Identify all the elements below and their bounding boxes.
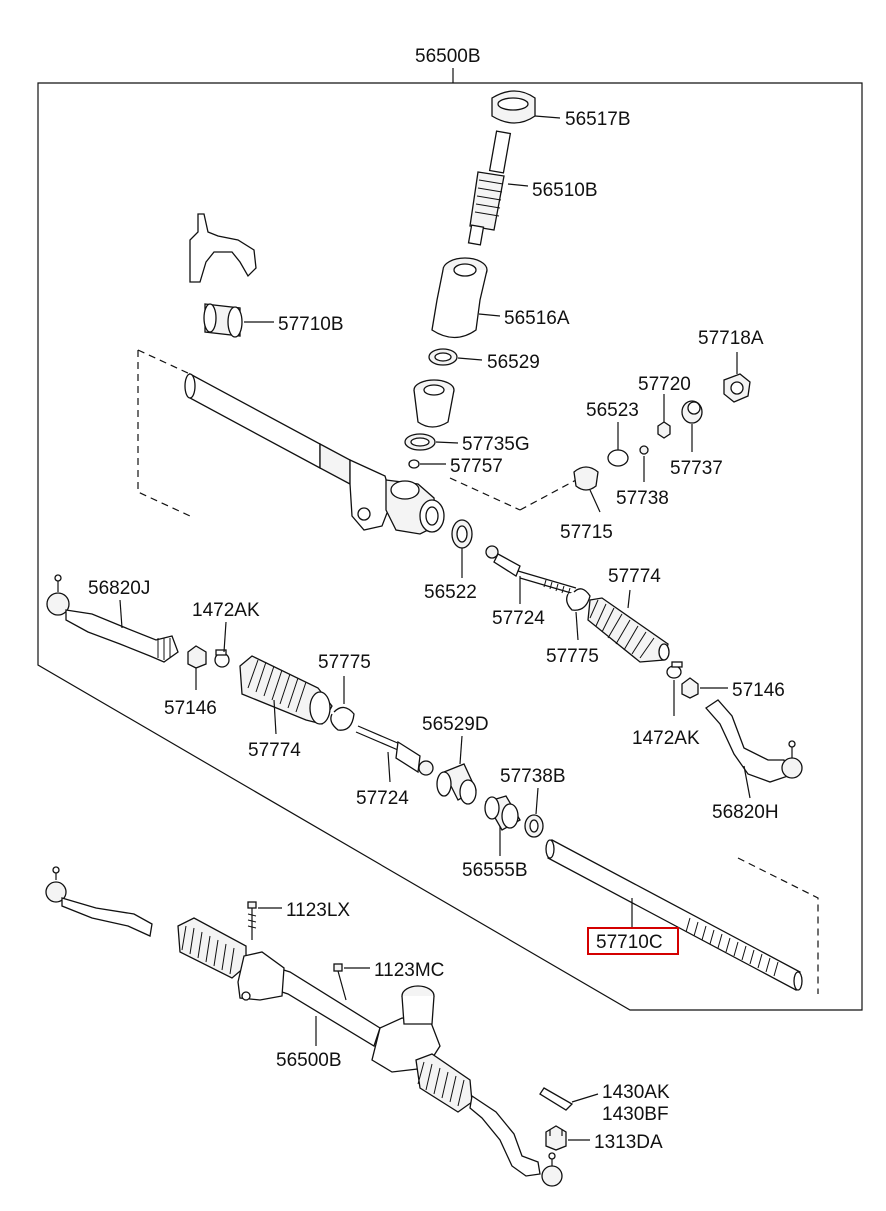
bolt-1123LX[interactable] <box>247 901 257 940</box>
label-57715: 57715 <box>560 522 613 543</box>
label-57718A: 57718A <box>698 328 764 349</box>
bellows-boot-right[interactable] <box>587 597 670 663</box>
seal-56529[interactable] <box>428 348 458 366</box>
pinion-housing-cover[interactable] <box>431 257 488 339</box>
inner-tie-rod-left[interactable] <box>355 725 434 776</box>
dash-left-bracket <box>137 350 191 517</box>
dash-right <box>449 477 521 511</box>
label-57774-right: 57774 <box>608 566 661 587</box>
rack-housing[interactable] <box>184 372 445 535</box>
inner-tie-rod-right[interactable] <box>485 545 579 596</box>
oring-57757[interactable] <box>408 459 420 469</box>
pinion-shaft[interactable] <box>467 130 512 246</box>
label-56510B: 56510B <box>532 180 598 201</box>
label-56529: 56529 <box>487 352 540 373</box>
label-1472AK-right: 1472AK <box>632 728 700 749</box>
label-57774-left: 57774 <box>248 740 301 761</box>
label-1123LX: 1123LX <box>286 900 350 921</box>
label-57710B: 57710B <box>278 314 344 335</box>
label-57775-left: 57775 <box>318 652 371 673</box>
yoke-plug[interactable] <box>681 400 703 424</box>
pin-57738[interactable] <box>639 445 649 455</box>
label-56516A: 56516A <box>504 308 570 329</box>
highlight-box-57710C <box>587 927 679 955</box>
boot-clamp-left[interactable] <box>330 706 355 731</box>
label-56555B: 56555B <box>462 860 528 881</box>
bellows-boot-left[interactable] <box>239 655 333 725</box>
valve-bush[interactable] <box>413 379 455 428</box>
tie-rod-end-right[interactable] <box>705 699 803 783</box>
label-57735G: 57735G <box>462 434 530 455</box>
label-57757: 57757 <box>450 456 503 477</box>
label-1313DA: 1313DA <box>594 1132 663 1153</box>
dash-rack <box>737 857 819 994</box>
label-56820J: 56820J <box>88 578 150 599</box>
mount-bush[interactable] <box>203 303 243 338</box>
bolt-1123MC[interactable] <box>333 963 347 1001</box>
label-57775-right: 57775 <box>546 646 599 667</box>
label-56500B-bottom: 56500B <box>276 1050 342 1071</box>
label-56522: 56522 <box>424 582 477 603</box>
label-57724-right: 57724 <box>492 608 545 629</box>
assembled-steering-gear[interactable] <box>45 866 563 1187</box>
yoke-spring-56523[interactable] <box>607 449 629 467</box>
label-57720: 57720 <box>638 374 691 395</box>
label-56517B: 56517B <box>565 109 631 130</box>
steering-rack[interactable] <box>545 839 803 991</box>
lock-nut-57146-left[interactable] <box>187 645 207 669</box>
label-57737: 57737 <box>670 458 723 479</box>
label-56820H: 56820H <box>712 802 779 823</box>
seal-57735G[interactable] <box>404 433 436 451</box>
rack-support-yoke[interactable] <box>573 466 599 491</box>
bush-56529D[interactable] <box>436 763 477 805</box>
label-1430BF: 1430BF <box>602 1104 669 1125</box>
yoke-nut[interactable] <box>723 373 751 403</box>
ring-57738B[interactable] <box>524 814 544 838</box>
label-57724-left: 57724 <box>356 788 409 809</box>
label-56523: 56523 <box>586 400 639 421</box>
castle-nut[interactable] <box>545 1125 567 1151</box>
tie-rod-end-left[interactable] <box>46 574 179 663</box>
label-57738: 57738 <box>616 488 669 509</box>
assembly-label: 56500B <box>415 46 481 67</box>
pinion-seal[interactable] <box>491 90 536 124</box>
boot-clamp-right[interactable] <box>566 588 591 611</box>
mount-bracket[interactable] <box>189 213 257 283</box>
cotter-pin[interactable] <box>539 1087 574 1111</box>
label-1123MC: 1123MC <box>374 960 444 981</box>
label-57146-left: 57146 <box>164 698 217 719</box>
label-57738B: 57738B <box>500 766 566 787</box>
clip-1472AK-left[interactable] <box>214 649 230 668</box>
assembly-outline <box>37 82 863 1011</box>
label-1430AK: 1430AK <box>602 1082 670 1103</box>
lock-nut-57146-right[interactable] <box>681 677 699 699</box>
label-57710C[interactable]: 57710C <box>596 932 663 953</box>
bush-56555B[interactable] <box>484 795 521 831</box>
label-56529D: 56529D <box>422 714 489 735</box>
clip-1472AK-right[interactable] <box>666 661 683 679</box>
seal-56522[interactable] <box>451 519 473 549</box>
yoke-nut-57720[interactable] <box>657 421 671 439</box>
label-57146-right: 57146 <box>732 680 785 701</box>
label-1472AK-left: 1472AK <box>192 600 260 621</box>
